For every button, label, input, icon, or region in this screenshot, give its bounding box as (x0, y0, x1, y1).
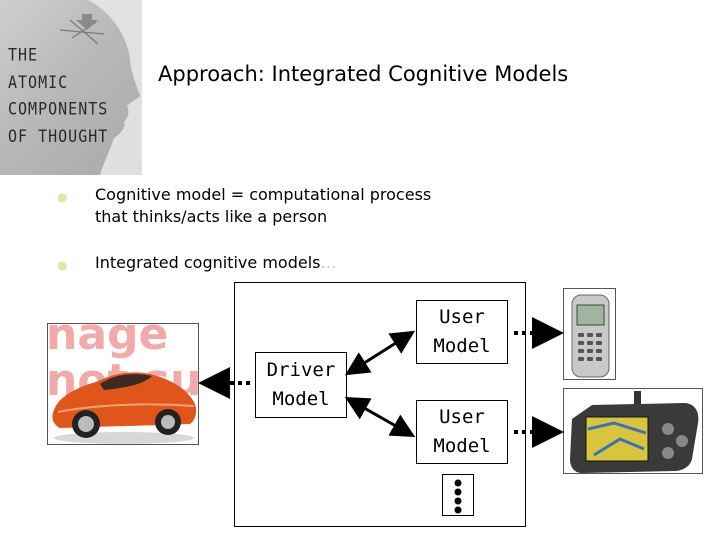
more-models-box (442, 474, 474, 516)
gps-device-image (563, 388, 703, 474)
ellipsis-suffix: … (320, 253, 338, 272)
atomic-components-logo: THE ATOMIC COMPONENTS OF THOUGHT (0, 0, 142, 175)
bullet-text: Integrated cognitive models… (95, 252, 337, 274)
bullet-line: Cognitive model = computational process (95, 185, 432, 204)
user-model-box: User Model (416, 300, 508, 364)
box-label: User (439, 306, 485, 328)
box-label: Driver (266, 359, 336, 381)
diagram-frame (234, 282, 526, 527)
box-label: Model (272, 388, 330, 410)
logo-line: OF THOUGHT (8, 126, 109, 146)
logo-line: THE (8, 45, 39, 66)
mobile-phone-icon (571, 294, 610, 378)
logo-line: COMPONENTS (8, 99, 109, 119)
mobile-phone-image (563, 288, 616, 380)
logo-text: THE ATOMIC COMPONENTS OF THOUGHT (8, 42, 109, 150)
box-label: Model (433, 435, 491, 457)
user-model-box: User Model (416, 400, 508, 464)
box-label: User (439, 406, 485, 428)
bullet-line: that thinks/acts like a person (95, 207, 328, 226)
car-image: nage not su (47, 323, 199, 445)
bullet-text: Cognitive model = computational process … (95, 184, 431, 228)
sports-car-icon (52, 372, 197, 444)
bullet-line: Integrated cognitive models (95, 253, 321, 272)
bullet-marker-icon: ● (57, 190, 68, 204)
slide-title: Approach: Integrated Cognitive Models (158, 62, 569, 86)
logo-line: ATOMIC (8, 72, 69, 93)
gps-device-icon (570, 391, 699, 473)
vertical-ellipsis-icon (454, 479, 462, 514)
driver-model-box: Driver Model (255, 352, 347, 418)
face-profile-icon (59, 0, 142, 175)
bullet-marker-icon: ● (57, 258, 68, 272)
box-label: Model (433, 335, 491, 357)
